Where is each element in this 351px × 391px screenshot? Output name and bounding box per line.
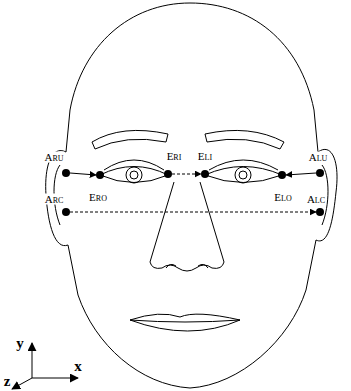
eyelid bbox=[104, 160, 164, 170]
eye bbox=[205, 167, 282, 183]
point-label: ERO bbox=[88, 192, 108, 203]
mouth bbox=[130, 314, 240, 331]
axis-label: x bbox=[74, 359, 82, 374]
mouth-line bbox=[130, 320, 240, 322]
axis-label: z bbox=[4, 374, 11, 389]
point-label: ERI bbox=[166, 151, 183, 162]
measure-arrow bbox=[172, 174, 201, 175]
axis bbox=[12, 378, 32, 389]
landmark-dot bbox=[278, 171, 286, 179]
point-label: ALU bbox=[308, 152, 329, 163]
landmark-dot bbox=[316, 208, 324, 216]
pupil bbox=[130, 171, 138, 179]
eyelid bbox=[209, 160, 278, 170]
eyebrow bbox=[205, 130, 284, 149]
eye bbox=[100, 167, 168, 183]
iris bbox=[126, 167, 142, 183]
landmark-dot bbox=[96, 171, 104, 179]
landmark-dot bbox=[164, 170, 172, 178]
measure-arrow bbox=[70, 212, 316, 213]
axis bbox=[32, 378, 78, 379]
axis-label: y bbox=[16, 336, 24, 351]
face-outline bbox=[46, 3, 337, 388]
measure-arrow bbox=[286, 173, 316, 175]
point-label: ELI bbox=[197, 151, 213, 162]
iris bbox=[235, 167, 251, 183]
landmark-dot bbox=[201, 170, 209, 178]
landmark-dot bbox=[316, 169, 324, 177]
eyebrow bbox=[92, 130, 168, 149]
measure-arrow bbox=[70, 173, 96, 175]
nostril bbox=[198, 264, 208, 268]
landmark-dot bbox=[62, 208, 70, 216]
pupil bbox=[239, 171, 247, 179]
point-label: ELO bbox=[273, 192, 292, 203]
point-label: ALC bbox=[306, 194, 326, 205]
nose bbox=[150, 182, 224, 271]
point-label: ARU bbox=[43, 152, 64, 163]
nostril bbox=[166, 264, 176, 268]
point-label: ARC bbox=[44, 194, 65, 205]
landmark-dot bbox=[62, 169, 70, 177]
axis bbox=[32, 343, 33, 378]
